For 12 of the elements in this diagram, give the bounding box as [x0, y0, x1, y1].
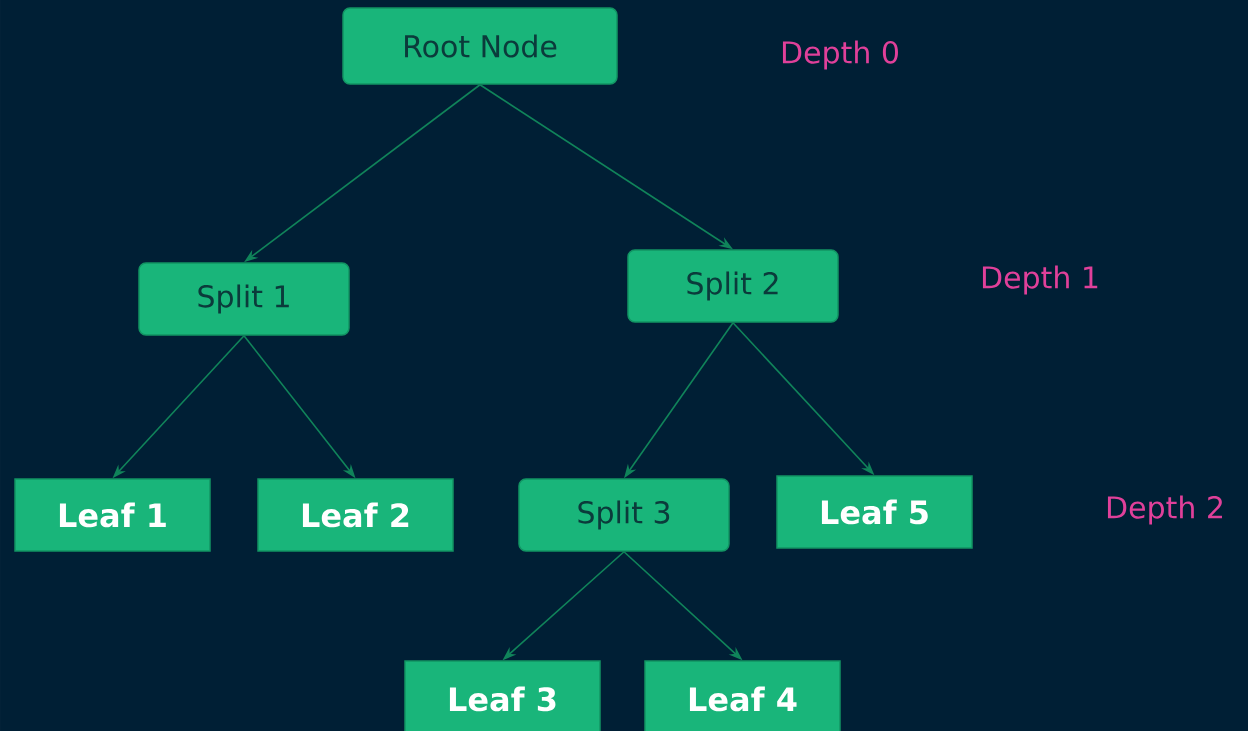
leaf-box: Leaf 4: [644, 660, 841, 731]
leaf-box: Leaf 1: [14, 478, 211, 552]
leaf-box: Leaf 5: [776, 475, 973, 549]
split-box: Split 1: [138, 262, 350, 336]
split-box: Split 3: [518, 478, 730, 552]
leaf-box: Leaf 3: [404, 660, 601, 731]
leaf-box: Leaf 2: [257, 478, 454, 552]
depth-label: Depth 1: [982, 265, 1098, 295]
depth-label: Depth 2: [1107, 495, 1222, 525]
split-box: Root Node: [342, 7, 618, 85]
split-box: Split 2: [627, 249, 839, 323]
depth-label: Depth 0: [782, 40, 898, 70]
